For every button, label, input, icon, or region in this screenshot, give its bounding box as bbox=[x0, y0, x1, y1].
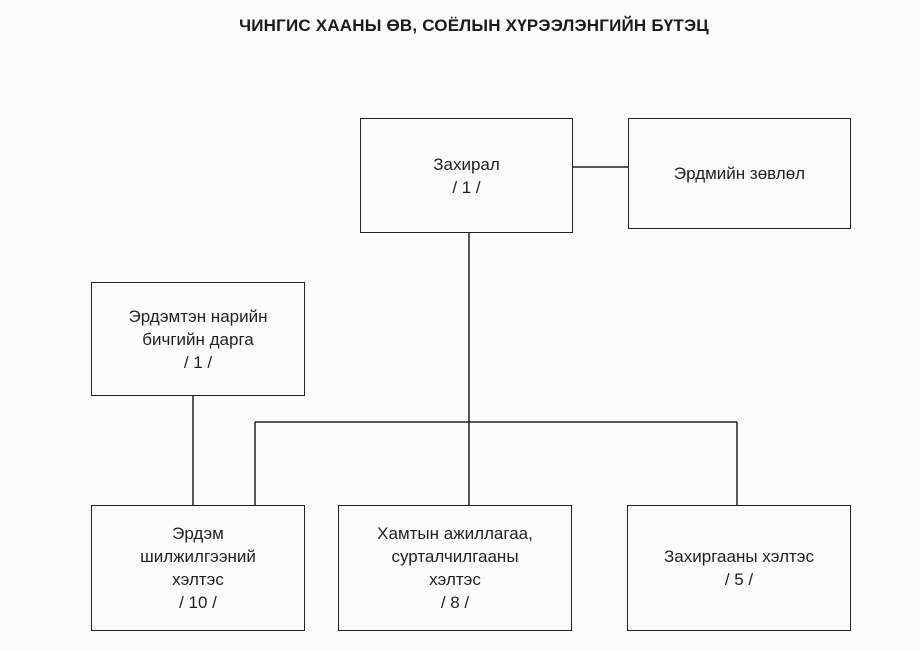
scientific-secretary-count: / 1 / bbox=[183, 352, 213, 372]
cooperation-department-label-line1: Хамтын ажиллагаа, bbox=[377, 524, 533, 543]
page-title: ЧИНГИС ХААНЫ ӨВ, СОЁЛЫН ХҮРЭЭЛЭНГИЙН БҮТ… bbox=[239, 16, 709, 35]
administration-department-count: / 5 / bbox=[724, 570, 754, 589]
cooperation-department-label-line3: хэлтэс bbox=[429, 570, 481, 589]
director-label: Захирал bbox=[433, 154, 500, 174]
director-count: / 1 / bbox=[452, 177, 481, 197]
research-department-label-line2: шилжилгээний bbox=[140, 547, 256, 566]
scientific-secretary-label-line2: бичгийн дарга bbox=[142, 329, 254, 349]
scientific-secretary-label-line1: Эрдэмтэн нарийн bbox=[128, 306, 268, 326]
administration-department-label: Захиргааны хэлтэс bbox=[664, 547, 814, 566]
research-department-box: Эрдэм шилжилгээний хэлтэс / 10 / bbox=[91, 505, 305, 631]
director-box: Захирал / 1 / bbox=[360, 118, 573, 233]
cooperation-department-count: / 8 / bbox=[440, 593, 470, 612]
research-department-count: / 10 / bbox=[179, 593, 217, 612]
scientific-secretary-box: Эрдэмтэн нарийн бичгийн дарга / 1 / bbox=[91, 282, 305, 396]
research-department-label-line1: Эрдэм bbox=[172, 524, 224, 543]
administration-department-box: Захиргааны хэлтэс / 5 / bbox=[627, 505, 851, 631]
cooperation-department-label-line2: сурталчилгааны bbox=[391, 547, 519, 566]
research-department-label-line3: хэлтэс bbox=[172, 570, 224, 589]
academic-council-box: Эрдмийн зөвлөл bbox=[628, 118, 851, 229]
cooperation-department-box: Хамтын ажиллагаа, сурталчилгааны хэлтэс … bbox=[338, 505, 572, 631]
academic-council-label: Эрдмийн зөвлөл bbox=[673, 164, 806, 183]
